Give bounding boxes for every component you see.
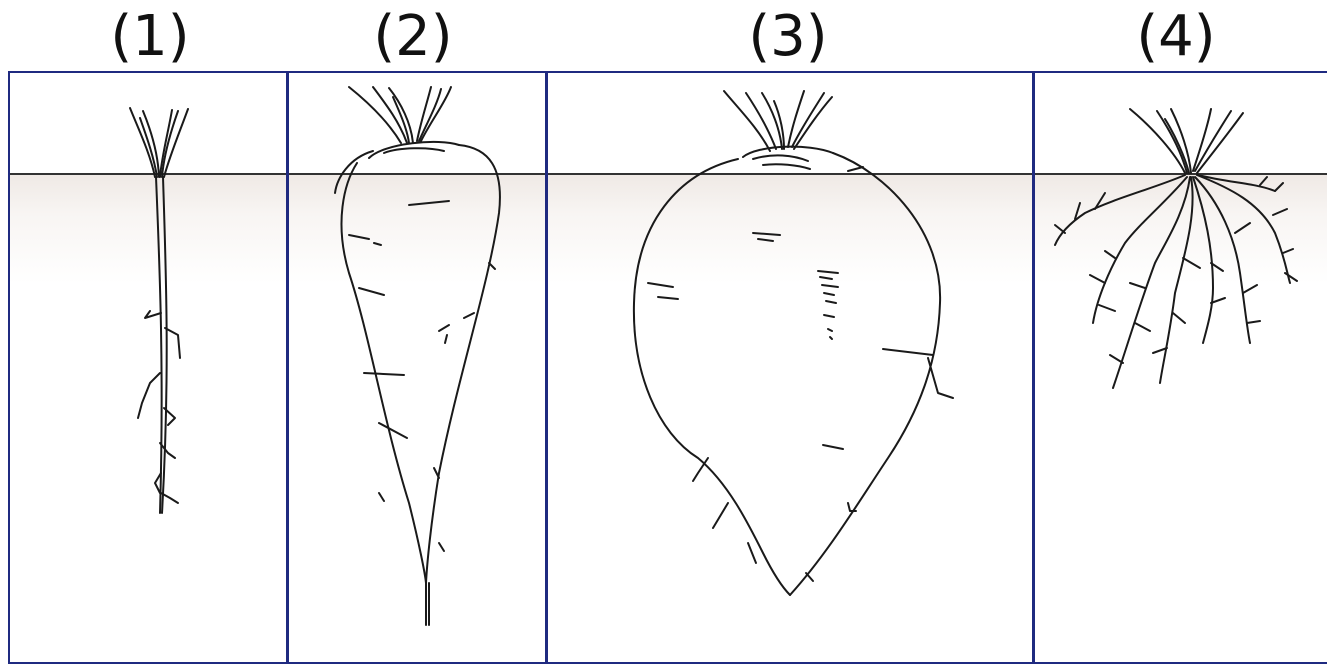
napiform-root-drawing xyxy=(548,73,1034,664)
panel-label-4: (4) xyxy=(1106,2,1246,72)
panel-label-2: (2) xyxy=(343,2,483,72)
taproot-drawing xyxy=(10,73,288,664)
fibrous-roots-drawing xyxy=(1035,73,1327,664)
panel-taproot xyxy=(8,71,288,664)
conical-root-drawing xyxy=(289,73,547,664)
panel-napiform-root xyxy=(546,71,1034,664)
panel-label-1: (1) xyxy=(80,2,220,72)
panel-label-3: (3) xyxy=(718,2,858,72)
panel-conical-root xyxy=(287,71,547,664)
panel-fibrous-roots xyxy=(1033,71,1327,664)
